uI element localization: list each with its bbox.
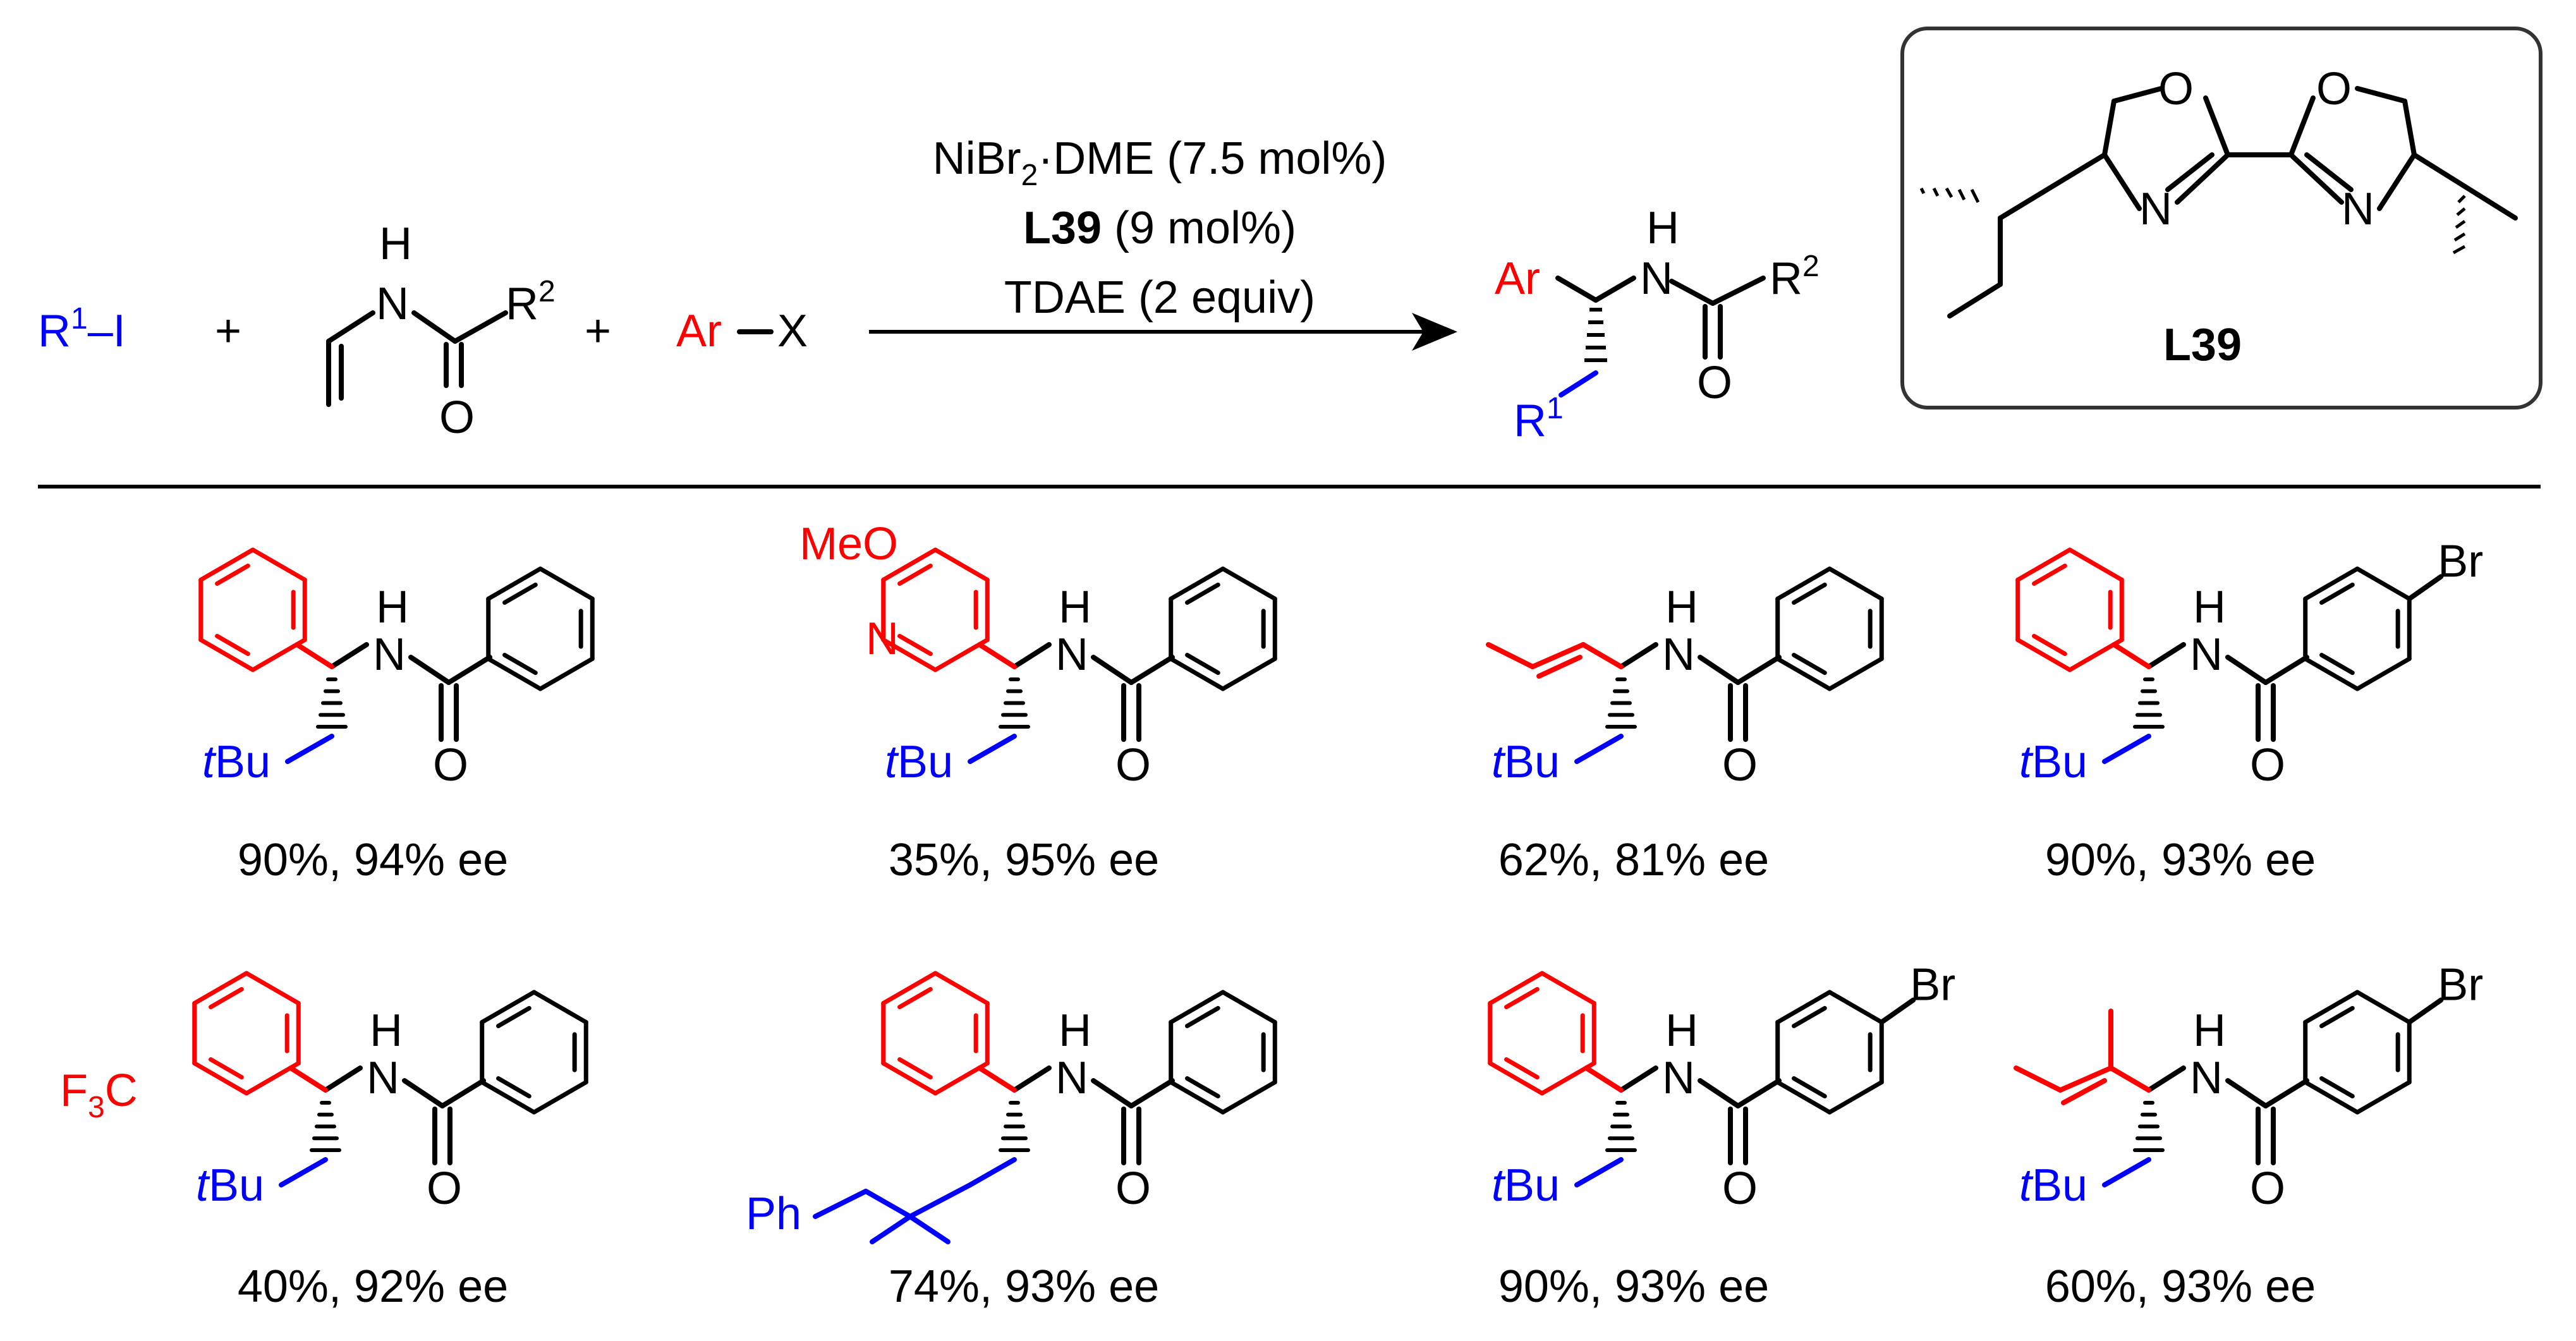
yield-ee-label: 74%, 93% ee (889, 1261, 1159, 1312)
product-ar: Ar (1495, 253, 1540, 304)
nh-h-label: H (1665, 582, 1698, 633)
methoxy-label: MeO (799, 519, 898, 569)
amide-o: O (439, 392, 475, 443)
ligand-o-left: O (2158, 64, 2194, 114)
yield-ee-label: 90%, 93% ee (1498, 1261, 1769, 1312)
phenyl-substituent-label: Ph (746, 1189, 801, 1239)
yield-ee-label: 90%, 94% ee (238, 835, 508, 885)
nh-n-label: N (1662, 1053, 1695, 1103)
tbu-label: tBu (1492, 1160, 1560, 1211)
carbonyl-o-label: O (2250, 740, 2285, 791)
nh-h-label: H (376, 582, 409, 633)
carbonyl-o-label: O (1722, 740, 1758, 791)
ligand-n-left: N (2139, 184, 2172, 234)
ligand-box: O O N N L39 (1900, 27, 2543, 410)
product-r1: R1 (1514, 392, 1564, 446)
tbu-label: tBu (2019, 1160, 2087, 1211)
yield-ee-label: 60%, 93% ee (2045, 1261, 2316, 1312)
tbu-label: tBu (1492, 737, 1560, 787)
nh-h-label: H (1059, 1005, 1091, 1056)
example-compound-7: HN O Br tBu 90%, 93% ee (1488, 960, 1955, 1312)
example-compound-8: HN O Br tBu 60%, 93% ee (2014, 960, 2483, 1312)
example-compound-4: HN O Br tBu 90%, 93% ee (2015, 537, 2483, 885)
yield-ee-label: 62%, 81% ee (1498, 835, 1769, 885)
product-r2: R2 (1770, 250, 1820, 304)
carbonyl-o-label: O (1722, 1163, 1758, 1214)
top-reaction: R1–I + H N O R2 + Ar X (38, 27, 2543, 446)
nh-h-label: H (2193, 1005, 2226, 1056)
bromo-label: Br (2438, 537, 2483, 587)
amide-h: H (379, 219, 412, 269)
nh-h-label: H (2193, 582, 2226, 633)
ligand-o-right: O (2316, 64, 2352, 114)
pyridine-n-label: N (866, 614, 899, 664)
nh-h-label: H (370, 1005, 403, 1056)
carbonyl-o-label: O (2250, 1163, 2285, 1214)
conditions-line2: L39 (9 mol%) (1023, 203, 1296, 253)
trifluoromethyl-label: F3C (60, 1065, 138, 1124)
carbonyl-o-label: O (433, 740, 468, 791)
nh-n-label: N (2190, 629, 2223, 680)
carbonyl-o-label: O (1115, 1163, 1151, 1214)
nh-n-label: N (1055, 1053, 1088, 1103)
vinyl-amide: H N O R2 (326, 219, 556, 443)
nh-n-label: N (1055, 629, 1088, 680)
yield-ee-label: 40%, 92% ee (238, 1261, 508, 1312)
yield-ee-label: 35%, 95% ee (889, 835, 1159, 885)
reagent-r1i: R1–I (38, 302, 126, 356)
ligand-n-right: N (2342, 184, 2374, 234)
plus-sign-2: + (585, 306, 611, 356)
amide-r2: R2 (506, 275, 556, 329)
nh-h-label: H (1665, 1005, 1698, 1056)
carbonyl-o-label: O (1115, 740, 1151, 791)
tbu-label: tBu (202, 737, 270, 787)
general-product: Ar H N O R2 R1 (1495, 203, 1820, 446)
plus-sign-1: + (215, 306, 241, 356)
halide-label: X (777, 306, 808, 356)
nh-h-label: H (1059, 582, 1091, 633)
tbu-label: tBu (885, 737, 953, 787)
nh-n-label: N (373, 629, 406, 680)
conditions-line1: NiBr2·DME (7.5 mol%) (933, 133, 1387, 192)
bromo-label: Br (2438, 960, 2483, 1010)
tbu-label: tBu (2019, 737, 2087, 787)
product-n: N (1640, 253, 1673, 304)
carbonyl-o-label: O (427, 1163, 462, 1214)
product-h: H (1646, 203, 1679, 253)
conditions-line3: TDAE (2 equiv) (1004, 272, 1315, 323)
aryl-halide: Ar X (676, 306, 808, 356)
yield-ee-label: 90%, 93% ee (2045, 835, 2316, 885)
nh-n-label: N (367, 1053, 399, 1103)
product-o: O (1697, 358, 1732, 408)
tbu-label: tBu (196, 1160, 264, 1211)
bromo-label: Br (1910, 960, 1955, 1010)
ligand-label: L39 (2163, 320, 2242, 370)
amide-n: N (376, 279, 409, 329)
nh-n-label: N (2190, 1053, 2223, 1103)
aryl-label: Ar (676, 306, 722, 356)
nh-n-label: N (1662, 629, 1695, 680)
example-compound-6: HN O Ph 74%, 93% ee (746, 971, 1277, 1312)
